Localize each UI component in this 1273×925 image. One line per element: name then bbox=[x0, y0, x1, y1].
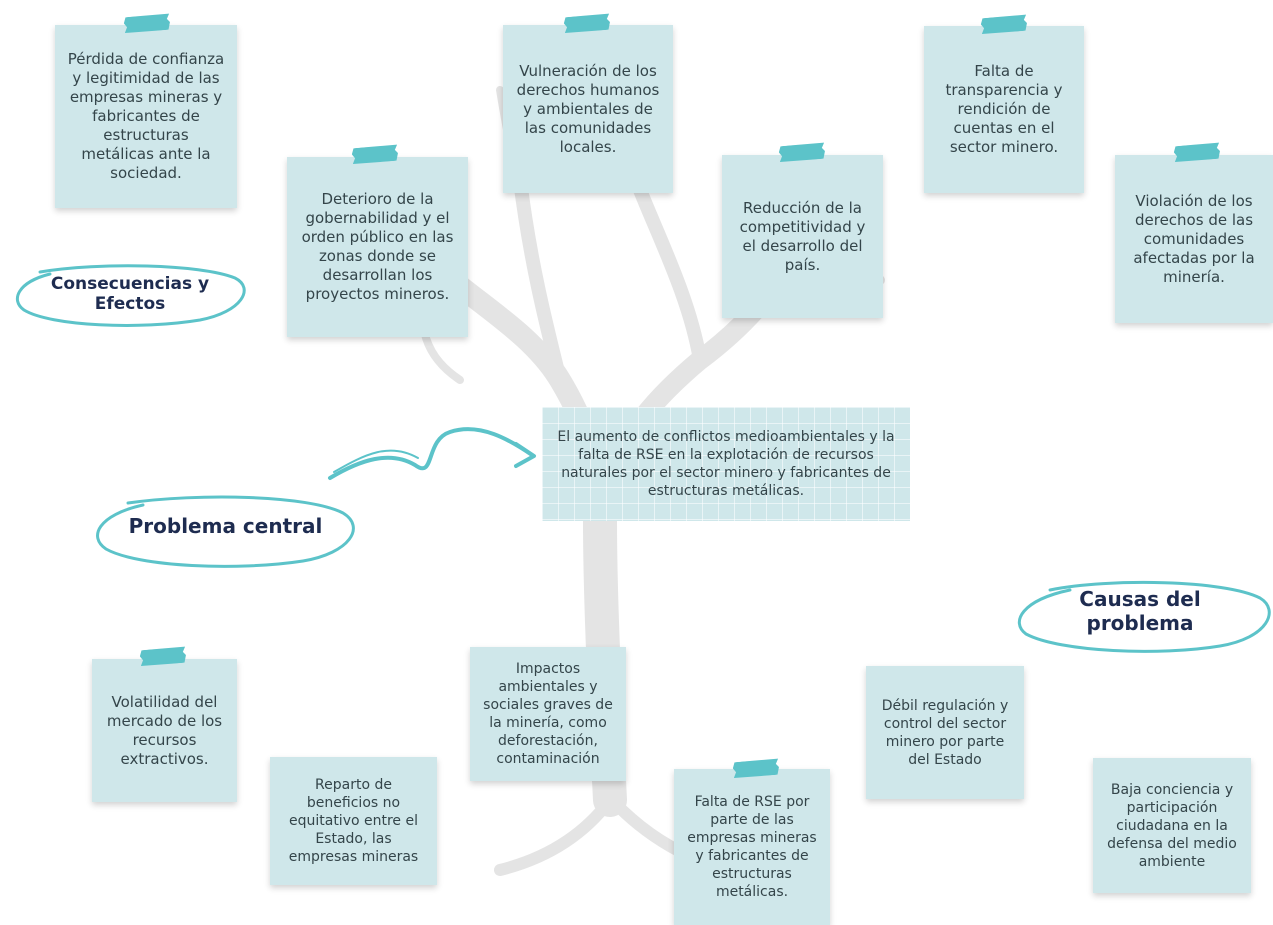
effect-text: Violación de los derechos de las comunid… bbox=[1133, 191, 1255, 286]
consequences-label: Consecuencias y Efectos bbox=[50, 274, 210, 314]
effect-note-3: Vulneración de los derechos humanos y am… bbox=[503, 25, 673, 193]
cause-text: Falta de RSE por parte de las empresas m… bbox=[687, 794, 817, 900]
cause-note-5: Débil regulación y control del sector mi… bbox=[866, 666, 1024, 799]
cause-text: Reparto de beneficios no equitativo entr… bbox=[288, 777, 419, 865]
effect-note-1: Pérdida de confianza y legitimidad de la… bbox=[55, 25, 237, 208]
cause-note-2: Reparto de beneficios no equitativo entr… bbox=[270, 757, 437, 885]
effect-text: Vulneración de los derechos humanos y am… bbox=[516, 61, 660, 156]
cause-text: Débil regulación y control del sector mi… bbox=[881, 697, 1009, 768]
cause-note-6: Baja conciencia y participación ciudadan… bbox=[1093, 758, 1251, 893]
central-problem-oval bbox=[96, 495, 355, 568]
causes-label: Causas del problema bbox=[1079, 587, 1201, 635]
cause-note-4: Falta de RSE por parte de las empresas m… bbox=[674, 769, 830, 925]
central-problem-box: El aumento de conflictos medioambientale… bbox=[542, 407, 910, 521]
cause-text: Baja conciencia y participación ciudadan… bbox=[1107, 781, 1237, 870]
causes-oval bbox=[1017, 580, 1271, 653]
effect-text: Deterioro de la gobernabilidad y el orde… bbox=[301, 190, 454, 303]
central-problem-label: Problema central bbox=[128, 514, 323, 538]
consequences-oval bbox=[15, 264, 246, 327]
effect-text: Falta de transparencia y rendición de cu… bbox=[945, 62, 1063, 156]
cause-note-3: Impactos ambientales y sociales graves d… bbox=[470, 647, 626, 781]
cause-text: Impactos ambientales y sociales graves d… bbox=[483, 661, 613, 767]
effect-note-6: Violación de los derechos de las comunid… bbox=[1115, 155, 1273, 323]
effect-note-2: Deterioro de la gobernabilidad y el orde… bbox=[287, 157, 468, 337]
effect-note-4: Reducción de la competitividad y el desa… bbox=[722, 155, 883, 318]
cause-text: Volatilidad del mercado de los recursos … bbox=[106, 692, 223, 768]
curly-arrow bbox=[328, 427, 536, 480]
effect-text: Pérdida de confianza y legitimidad de la… bbox=[67, 50, 225, 182]
cause-note-1: Volatilidad del mercado de los recursos … bbox=[92, 659, 237, 802]
effect-note-5: Falta de transparencia y rendición de cu… bbox=[924, 26, 1084, 193]
central-problem-text: El aumento de conflictos medioambientale… bbox=[557, 429, 895, 499]
effect-text: Reducción de la competitividad y el desa… bbox=[739, 198, 866, 274]
